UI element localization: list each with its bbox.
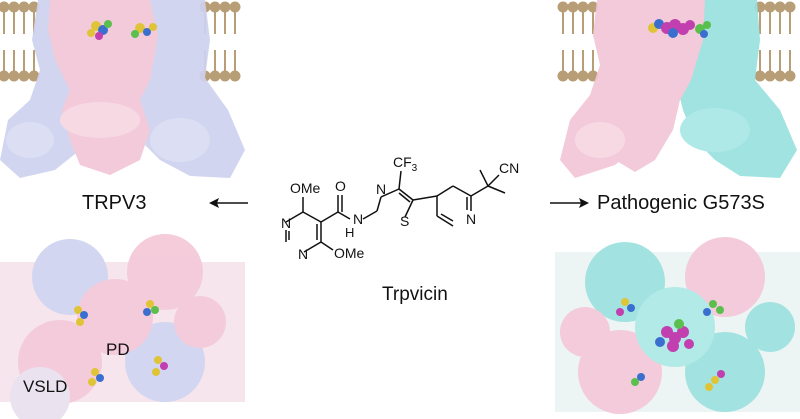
arrow-left [208, 196, 250, 210]
atom-cn: CN [499, 160, 519, 176]
trpv3-top-surface [0, 234, 245, 419]
atom-amide-h: H [345, 225, 354, 240]
atom-thiazole-n: N [376, 181, 386, 197]
arrow-right [548, 196, 590, 210]
membrane-lipids-right [754, 1, 796, 82]
atom-thiazole-s: S [400, 213, 409, 229]
trpvicin-ligands-top-left [74, 300, 168, 386]
g573s-side-view [555, 0, 800, 185]
vsld-domain-label: VSLD [23, 377, 68, 396]
membrane-lipids-right [199, 1, 241, 82]
atom-cf3: CF3 [393, 154, 418, 174]
g573s-label: Pathogenic G573S [597, 192, 765, 214]
atom-pyridine-n: N [466, 211, 476, 227]
trpv3-side-view [0, 0, 245, 185]
atom-carbonyl-o: O [335, 178, 346, 194]
pd-domain-label: PD [106, 340, 130, 359]
atom-pyrimidine-n2: N [298, 246, 308, 262]
trpv3-label: TRPV3 [82, 192, 147, 214]
trpvicin-structure: OMe O H N N N OMe N S CF3 CN N [255, 125, 555, 280]
compound-name-label: Trpvicin [382, 284, 448, 305]
trpv3-top-view: PD VSLD [0, 232, 245, 419]
trpv3-protein-surface [0, 0, 245, 178]
atom-amide-n: N [353, 211, 363, 227]
trpvicin-ligand-cluster-right [648, 19, 711, 38]
structure-atom-labels: OMe O H N N N OMe N S CF3 CN N [281, 154, 519, 262]
g573s-top-surface [555, 237, 800, 414]
trpvicin-ligand-cluster-left [87, 20, 157, 40]
structure-bonds [285, 169, 506, 253]
atom-ome-bottom: OMe [334, 245, 365, 261]
g573s-top-view [555, 232, 800, 419]
trpvicin-ligands-top-right [616, 298, 725, 391]
g573s-protein-surface [560, 0, 797, 178]
atom-pyrimidine-n1: N [281, 215, 291, 231]
atom-ome-top: OMe [290, 180, 321, 196]
membrane-lipids-left [557, 1, 599, 82]
membrane-lipids-left [0, 1, 40, 82]
